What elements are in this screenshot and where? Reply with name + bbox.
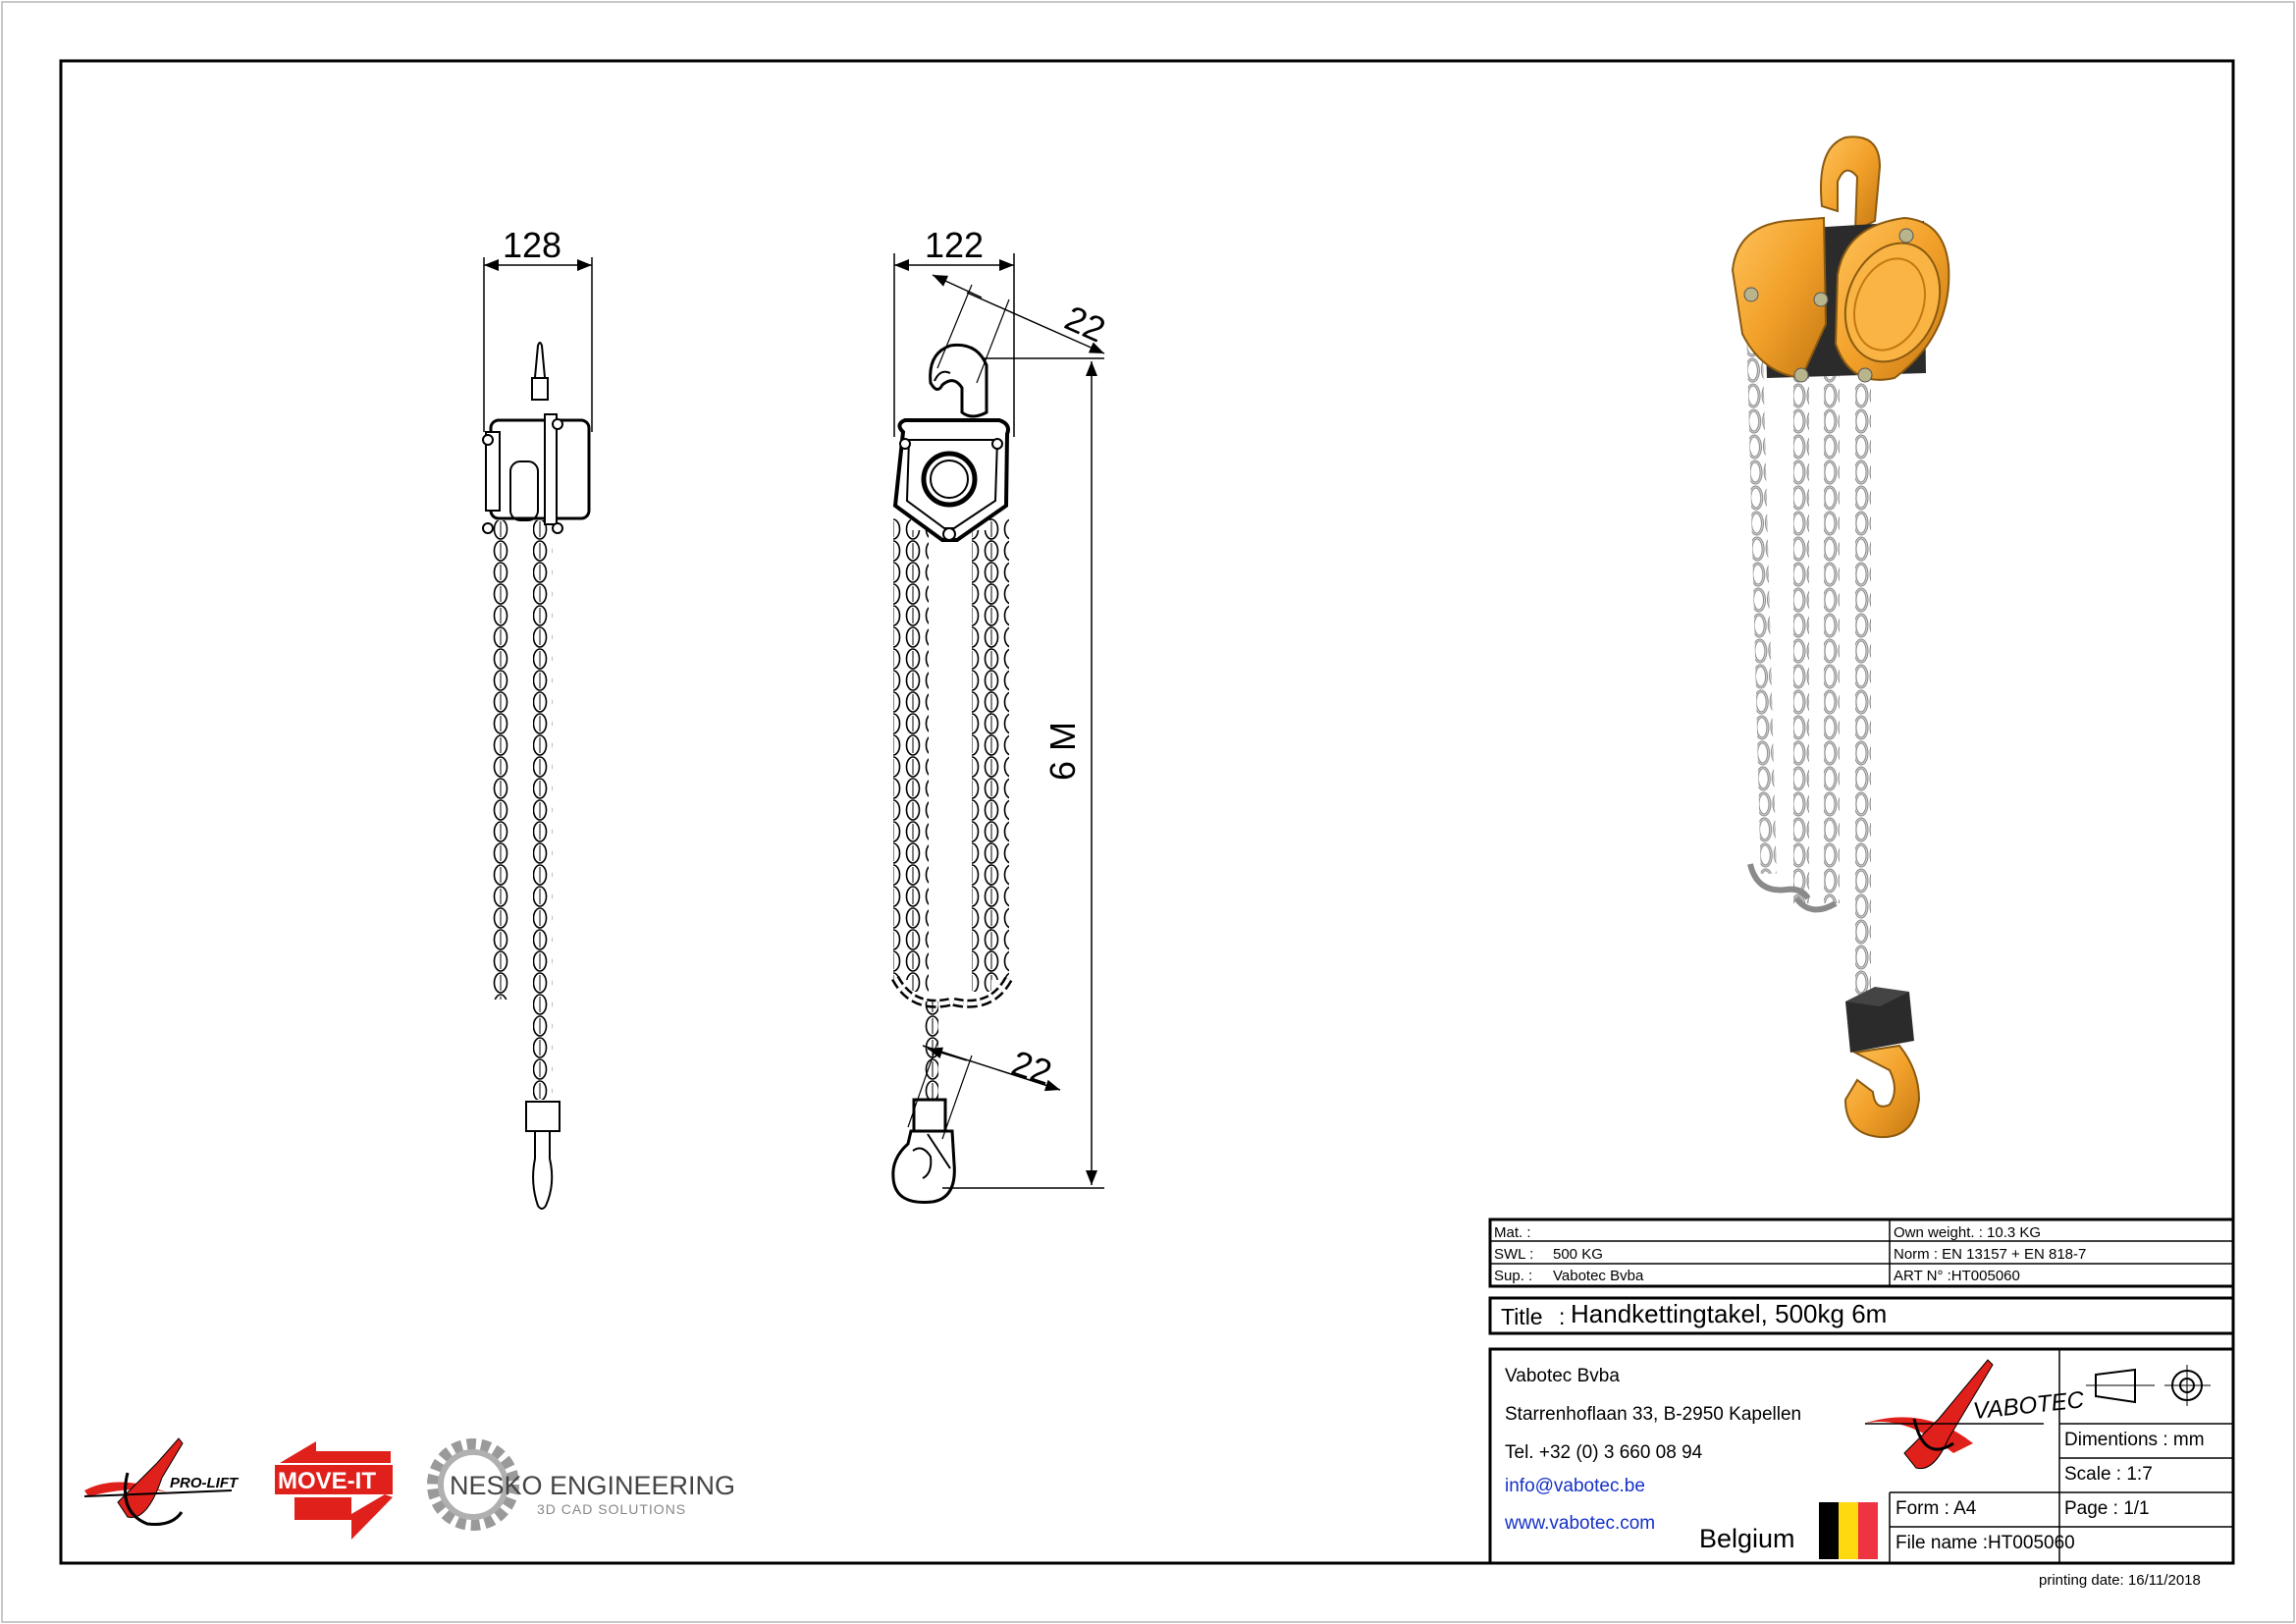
belgium-flag-icon: [1819, 1502, 1878, 1559]
printing-date: printing date: 16/11/2018: [2039, 1572, 2201, 1589]
company-name: Vabotec Bvba: [1505, 1366, 1620, 1386]
top-hook-dimension: 22: [1059, 298, 1111, 351]
sup-label: Sup. :: [1494, 1268, 1533, 1284]
norm: Norm : EN 13157 + EN 818-7: [1894, 1246, 2087, 1263]
vabotec-brand-text: VABOTEC: [1972, 1386, 2086, 1425]
prolift-text: PRO-LIFT: [170, 1475, 240, 1491]
vabotec-logo: VABOTEC: [1863, 1359, 2086, 1470]
company-email-link[interactable]: info@vabotec.be: [1505, 1476, 1645, 1496]
side-view: 128: [482, 225, 593, 1210]
nesko-logo: NESKO ENGINEERING 3D CAD SOLUTIONS: [427, 1438, 735, 1531]
country-label: Belgium: [1699, 1524, 1795, 1553]
bottom-hook-dimension: 22: [1007, 1043, 1057, 1093]
title-separator: :: [1559, 1304, 1566, 1329]
sup-value: Vabotec Bvba: [1553, 1268, 1644, 1284]
nesko-subtext: 3D CAD SOLUTIONS: [537, 1501, 686, 1517]
title-label: Title: [1501, 1304, 1543, 1329]
page-number: Page : 1/1: [2064, 1498, 2150, 1519]
prolift-logo: PRO-LIFT: [83, 1437, 240, 1526]
moveit-text: MOVE-IT: [278, 1468, 376, 1494]
swl-label: SWL :: [1494, 1246, 1534, 1263]
dimensions-unit: Dimentions : mm: [2064, 1430, 2205, 1450]
moveit-logo: MOVE-IT: [275, 1441, 393, 1540]
company-address: Starrenhoflaan 33, B-2950 Kapellen: [1505, 1404, 1802, 1425]
article-number: ART N° :HT005060: [1894, 1268, 2020, 1284]
projection-symbol-icon: [2086, 1365, 2211, 1406]
scale: Scale : 1:7: [2064, 1464, 2153, 1485]
own-weight: Own weight. : 10.3 KG: [1894, 1224, 2042, 1241]
drawing-frame: [59, 59, 2235, 1565]
company-website-link[interactable]: www.vabotec.com: [1505, 1513, 1656, 1534]
side-width-dimension: 128: [503, 225, 561, 265]
company-phone: Tel. +32 (0) 3 660 08 94: [1505, 1442, 1703, 1463]
drawing-title: Handkettingtakel, 500kg 6m: [1571, 1299, 1888, 1328]
nesko-text: NESKO ENGINEERING: [450, 1471, 735, 1500]
lift-height-dimension: 6 M: [1042, 722, 1083, 781]
title-block-frame: [1488, 1218, 2235, 1565]
mat-label: Mat. :: [1494, 1224, 1531, 1241]
swl-value: 500 KG: [1553, 1246, 1603, 1263]
front-width-dimension: 122: [925, 225, 984, 265]
file-name: File name :HT005060: [1896, 1533, 2075, 1553]
paper-format: Form : A4: [1896, 1498, 1977, 1519]
hoist-3d-render: [1731, 135, 1950, 1139]
front-view: 122 22 22: [891, 225, 1111, 1204]
